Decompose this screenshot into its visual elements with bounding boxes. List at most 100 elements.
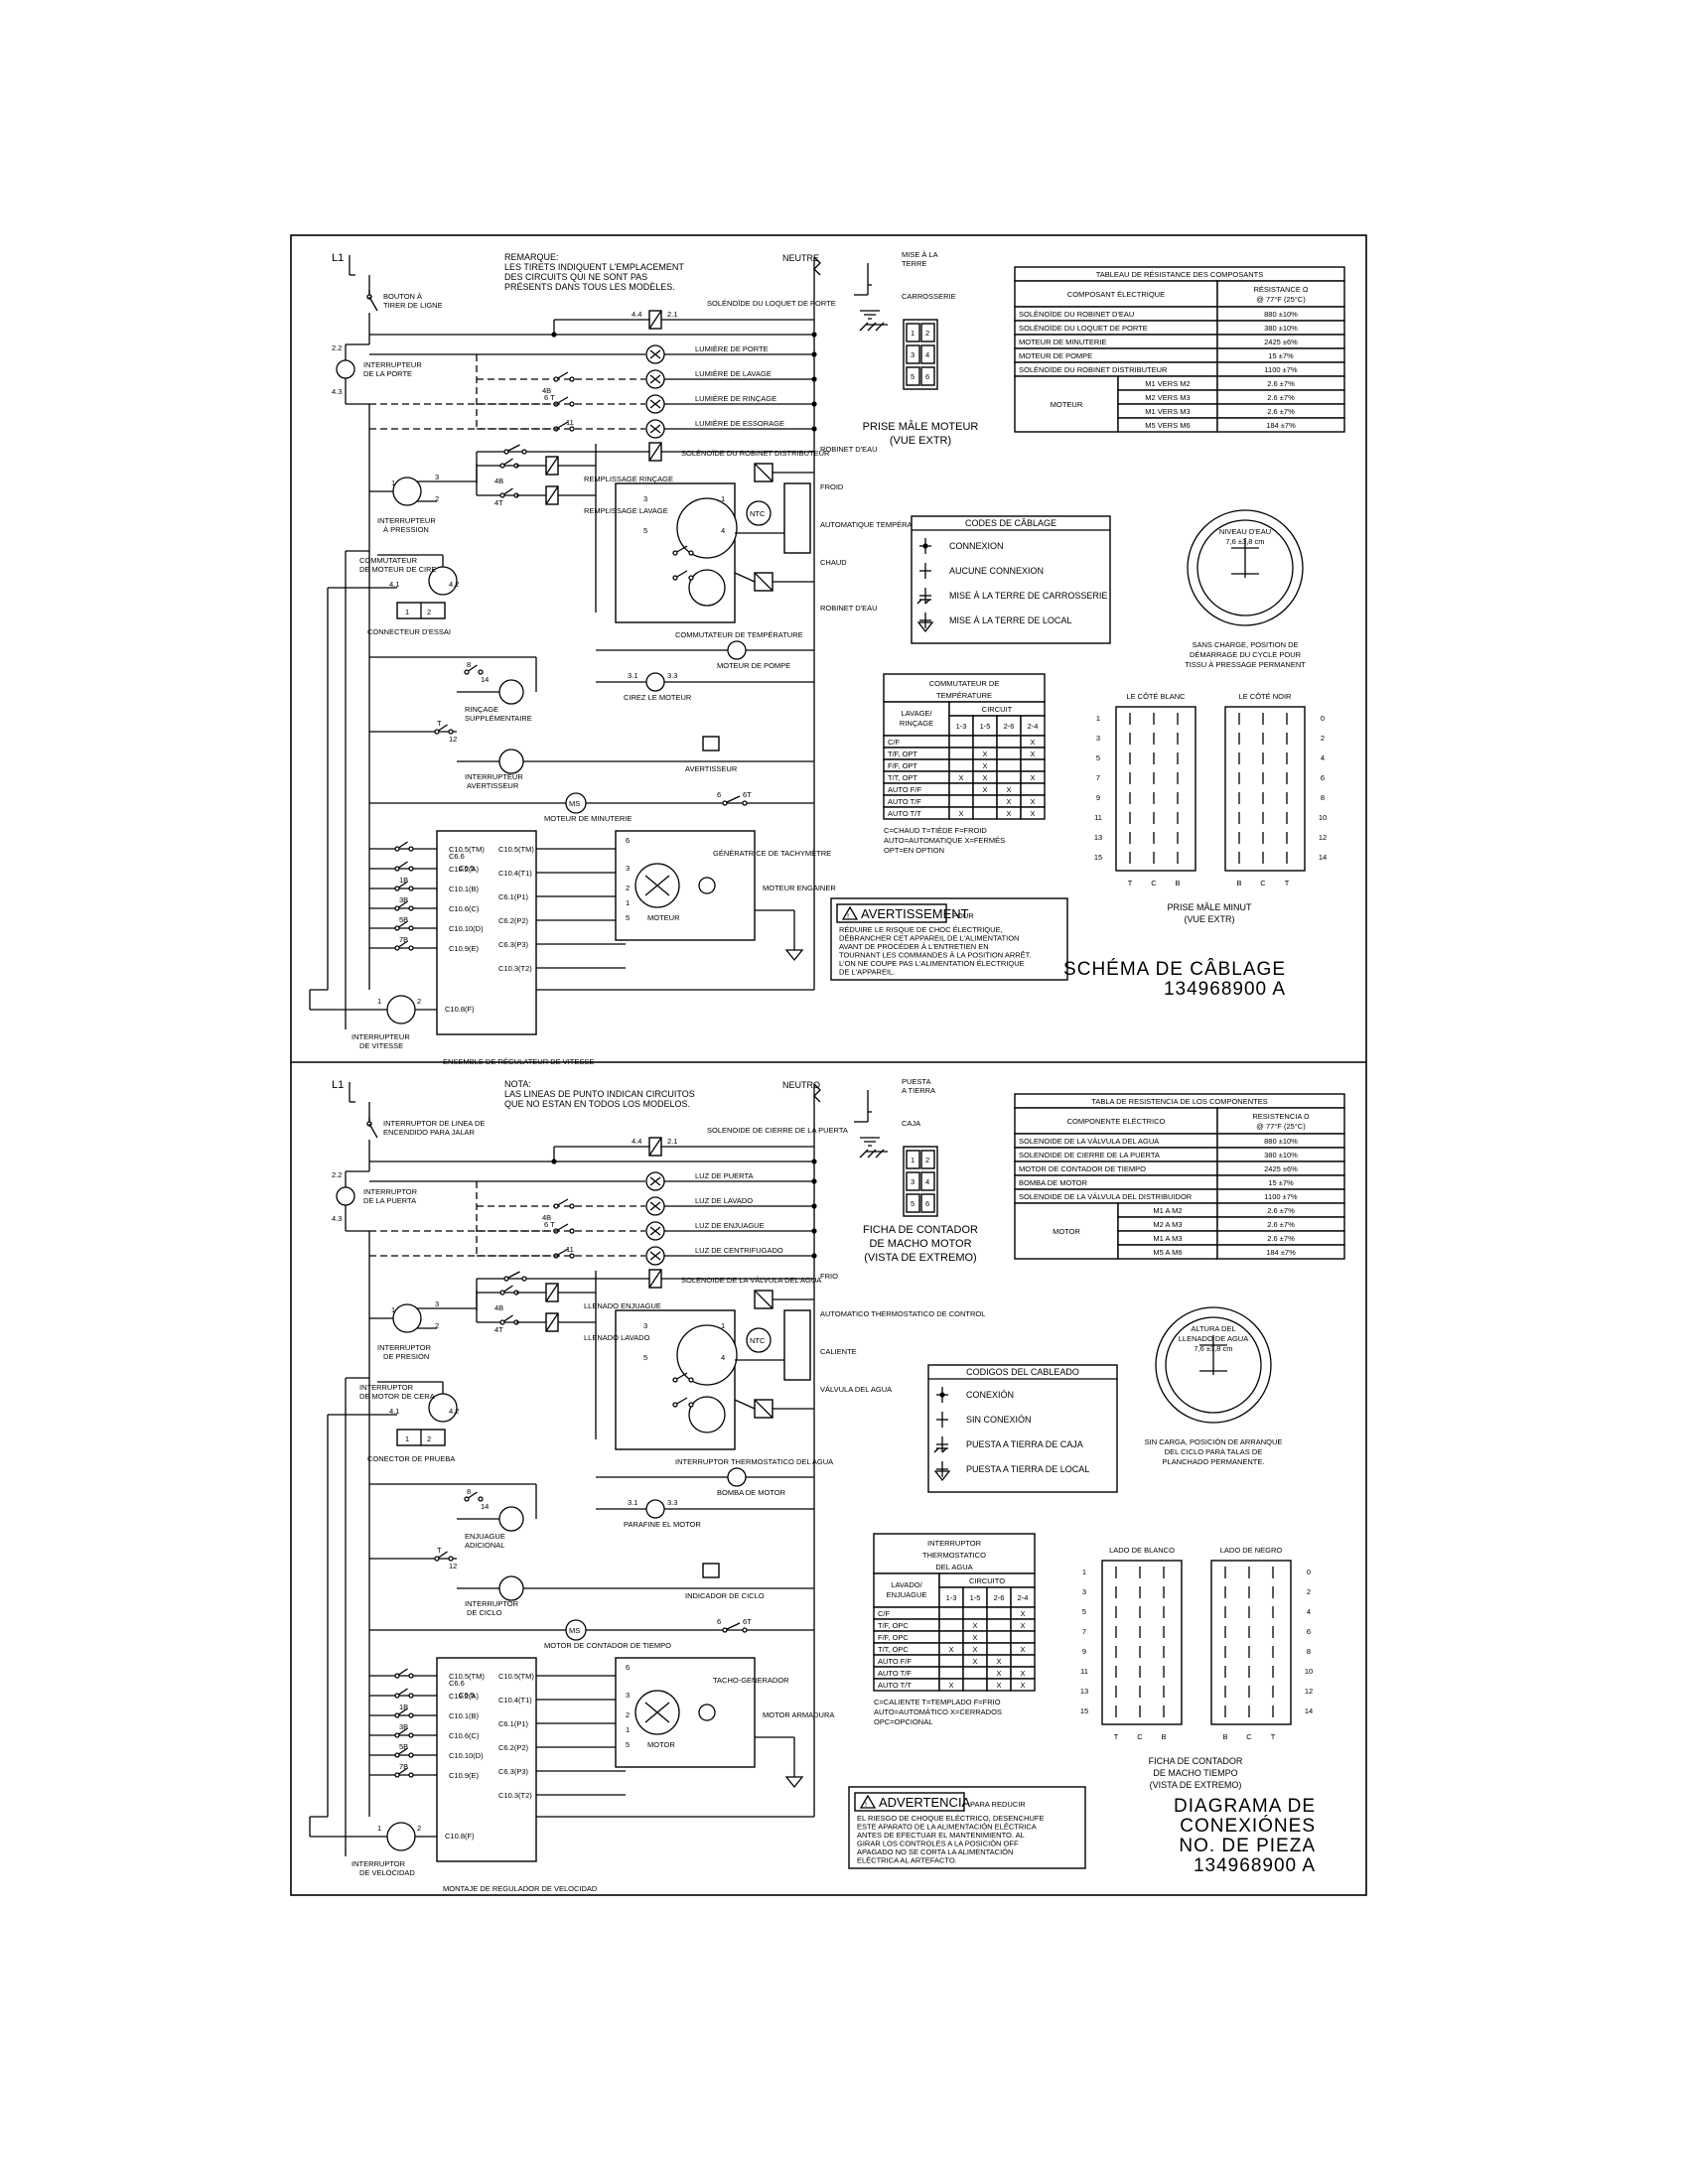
component-label: CONECTOR DE PRUEBA [367, 1454, 455, 1463]
wire [649, 1176, 661, 1186]
motor-plug-pin [920, 1150, 935, 1169]
temp-switch-rowhdr: LAVAGE/ [902, 709, 933, 718]
component-label: MOTOR ARMADURA [763, 1710, 834, 1719]
wire [648, 1137, 662, 1157]
resistance-value: 1100 ±7% [1264, 365, 1297, 374]
resistance-header-cell [1216, 280, 1345, 308]
switch-contact-icon [553, 376, 559, 382]
switch-contact-icon [722, 800, 728, 806]
temp-switch-cell [1020, 782, 1046, 796]
temp-switch-cell [1010, 1630, 1036, 1644]
water-level-text: LLENADO DE AGUA [1179, 1334, 1248, 1343]
temp-switch-legend: AUTO=AUTOMÁTICO X=CERRADOS [874, 1707, 1002, 1716]
label: 3 [643, 494, 647, 503]
timer-pin-number: 10 [1319, 813, 1327, 822]
component-label: RINÇAGE [465, 705, 498, 714]
component-label: MOTOR DE CONTADOR DE TIEMPO [544, 1641, 671, 1650]
switch-contact-icon [394, 1693, 400, 1699]
temp-switch-cell [938, 1630, 964, 1644]
wire [860, 310, 880, 320]
label: 3.3 [667, 671, 677, 680]
label: 1 [626, 898, 630, 907]
temp-switch-value: X [982, 785, 987, 794]
label: 6 T [544, 1220, 555, 1229]
label: 1 [405, 1434, 409, 1443]
switch-contact-icon [742, 1627, 748, 1633]
label: 4.2 [449, 1407, 459, 1416]
temp-switch-cell [996, 735, 1022, 749]
switch-contact-icon [394, 886, 400, 891]
label: 4.1 [389, 580, 399, 589]
label: 1 [391, 478, 395, 487]
load-label: SOLÉNOÏDE DU LOQUET DE PORTE [707, 299, 836, 308]
switch-contact-icon [569, 401, 575, 407]
valve-label: ROBINET D'EAU [820, 445, 878, 454]
label: C10.6(C) [449, 1731, 480, 1740]
component-label: REMPLISSAGE RINÇAGE [584, 475, 673, 483]
component-label: ENSEMBLE DE RÉGULATEUR DE VITESSE [443, 1057, 594, 1066]
motor-resistance: 2.6 ±7% [1267, 407, 1295, 416]
temp-switch-rowhdr: LAVADO/ [891, 1580, 922, 1589]
component-label: DE VITESSE [359, 1041, 403, 1050]
label: 2 [435, 1321, 439, 1330]
resistance-col-header: COMPOSANT ÉLECTRIQUE [1067, 290, 1165, 299]
label: 4B [542, 1213, 551, 1222]
switch-contact-icon [478, 1496, 484, 1502]
timer-pin-number: 3 [1096, 734, 1100, 743]
wire [933, 1470, 951, 1482]
label: 4.3 [332, 1214, 342, 1223]
switch-contact-icon [499, 492, 505, 498]
wire [368, 296, 378, 312]
wiring-code-label: MISE À LA TERRE DE CARROSSERIE [949, 591, 1107, 601]
timer-plug-black [1210, 1560, 1292, 1725]
label: 6T [743, 790, 752, 799]
timer-pin-number: 2 [1321, 734, 1325, 743]
switch-contact-icon [394, 846, 400, 852]
wire [649, 424, 661, 434]
component-label: DE MOTOR DE CERA [359, 1392, 435, 1401]
water-level-caption: DEL CICLO PARA TALAS DE [1165, 1447, 1263, 1456]
temp-switch-cell [1020, 806, 1046, 820]
warning-exclamation: ! [847, 911, 849, 920]
timer-pin-number: 14 [1319, 853, 1327, 862]
title-block-text: NO. DE PIEZA [1179, 1836, 1316, 1856]
label: 1 [377, 1824, 381, 1833]
switch-contact-icon [394, 945, 400, 951]
resistance-col-header: @ 77°F (25°C) [1256, 295, 1306, 304]
wiring-code-label: SIN CONEXIÓN [966, 1415, 1032, 1425]
switch-contact-icon [503, 1276, 509, 1282]
temp-switch-rowhdr: ENJUAGUE [887, 1590, 927, 1599]
motor-row-cell [1216, 417, 1345, 433]
ground-label: PUESTA [902, 1077, 930, 1086]
switch-contact-icon [408, 1673, 414, 1679]
label: 4.3 [332, 387, 342, 396]
label: 3 [626, 864, 630, 873]
component-label: DE PRESION [383, 1352, 429, 1361]
label: 3 [643, 1321, 647, 1330]
temp-switch-cell [1010, 1678, 1036, 1692]
temp-switch-col: 1-5 [980, 722, 991, 731]
temp-switch-cell [938, 1654, 964, 1668]
neutral-label: NEUTRO [782, 1080, 820, 1090]
timer-pin-number: 7 [1082, 1627, 1086, 1636]
valve-label: CALIENTE [820, 1347, 857, 1356]
temp-switch-value: X [1020, 1669, 1025, 1678]
component-label: ENCENDIDO PARA JALAR [383, 1128, 476, 1137]
warning-text: APAGADO NO SE CORTA LA ALIMENTACIÓN [857, 1847, 1013, 1856]
plug-pin-number: 2 [925, 329, 929, 338]
timer-pin-number: 6 [1321, 773, 1325, 782]
component-label: ENJUAGUE [465, 1532, 505, 1541]
component-label: À PRESSION [383, 525, 429, 534]
timer-plug-side-letter: C [1260, 879, 1266, 887]
switch-contact-icon [408, 886, 414, 891]
warning-text: ELÉCTRICA AL ARTEFACTO. [857, 1856, 957, 1865]
label: C10.10(D) [449, 924, 484, 933]
motor-winding: M2 VERS M3 [1145, 393, 1190, 402]
label: C10.3(T2) [498, 1791, 532, 1800]
wire [545, 1283, 559, 1302]
resistance-component: SOLÉNOÏDE DU ROBINET D'EAU [1019, 310, 1134, 319]
temp-switch-cell [996, 770, 1022, 784]
label: T [437, 719, 442, 728]
timer-pin-number: 9 [1082, 1647, 1086, 1656]
switch-contact-icon [408, 1732, 414, 1738]
